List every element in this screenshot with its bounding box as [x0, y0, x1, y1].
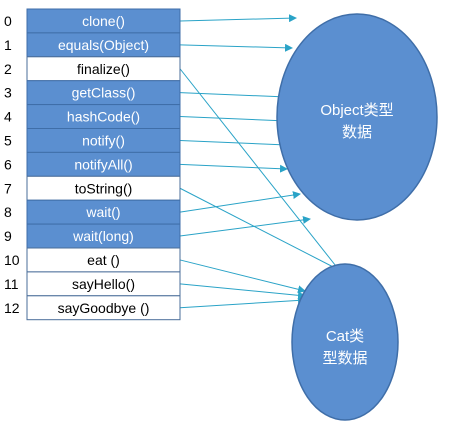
arrow-11 — [179, 283, 306, 300]
method-label-9: wait(long) — [72, 228, 134, 244]
object-oval: Object类型 数据 — [276, 13, 438, 221]
index-label-0: 0 — [4, 13, 12, 29]
arrow-3 — [179, 92, 288, 101]
method-label-1: equals(Object) — [58, 37, 149, 53]
object-oval-label-line2: 数据 — [342, 124, 372, 141]
method-label-2: finalize() — [77, 61, 130, 77]
object-oval-label-line1: Object类型 — [320, 102, 393, 119]
method-label-12: sayGoodbye () — [58, 300, 150, 316]
method-label-11: sayHello() — [72, 276, 135, 292]
cat-oval-label-line2: 型数据 — [322, 350, 367, 367]
arrow-6 — [179, 163, 288, 173]
method-label-7: toString() — [75, 180, 133, 196]
arrow-0 — [179, 14, 297, 23]
arrow-4 — [179, 116, 288, 125]
cat-oval: Cat类 型数据 — [291, 263, 399, 421]
method-cell-12 — [26, 295, 181, 321]
index-label-11: 11 — [4, 276, 19, 292]
index-label-8: 8 — [4, 204, 12, 220]
method-label-10: eat () — [87, 252, 120, 268]
arrow-10 — [179, 259, 306, 294]
arrow-5 — [179, 139, 288, 149]
index-label-1: 1 — [4, 37, 12, 53]
index-label-12: 12 — [4, 300, 20, 316]
arrow-1 — [179, 43, 293, 52]
arrow-7 — [179, 187, 344, 273]
method-label-6: notifyAll() — [74, 156, 132, 172]
method-label-4: hashCode() — [67, 109, 140, 125]
index-label-5: 5 — [4, 132, 12, 148]
method-label-8: wait() — [85, 204, 120, 220]
arrows-layer — [179, 14, 344, 309]
index-label-10: 10 — [4, 252, 20, 268]
arrow-9 — [179, 215, 311, 237]
method-label-3: getClass() — [72, 85, 136, 101]
index-label-6: 6 — [4, 156, 12, 172]
cat-oval-label-line1: Cat类 — [326, 328, 364, 345]
method-label-0: clone() — [82, 13, 125, 29]
method-label-5: notify() — [82, 132, 125, 148]
index-label-4: 4 — [4, 109, 12, 125]
index-label-7: 7 — [4, 180, 12, 196]
index-label-3: 3 — [4, 85, 12, 101]
method-table: clone() equals(Object) finalize() getClass(… — [26, 8, 181, 321]
index-label-9: 9 — [4, 228, 12, 244]
arrow-2 — [179, 68, 344, 276]
index-label-2: 2 — [4, 61, 12, 77]
arrow-8 — [179, 191, 301, 213]
arrow-12 — [179, 296, 306, 309]
